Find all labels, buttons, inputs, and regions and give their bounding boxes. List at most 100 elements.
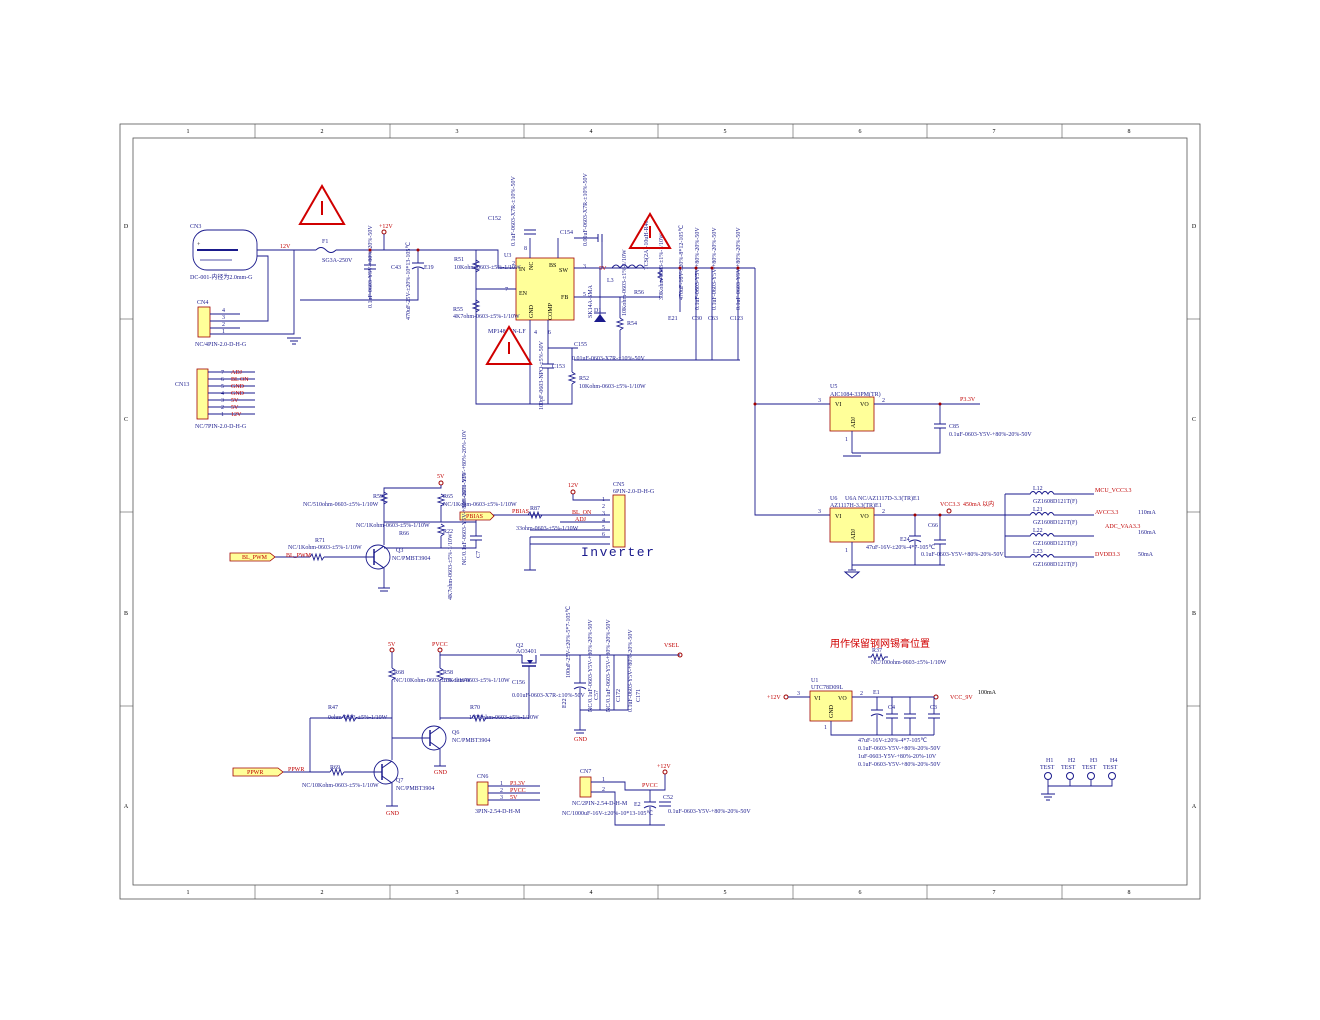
r87-ref: R87 xyxy=(530,506,540,512)
connector-cn5[interactable] xyxy=(612,494,626,548)
f1-ref: F1 xyxy=(322,239,328,245)
row-label-left-d: D xyxy=(124,224,129,230)
test-point-h4[interactable] xyxy=(1108,772,1116,780)
u6-ref2: U6A xyxy=(845,496,857,502)
col-label-top-8: 8 xyxy=(1128,129,1131,135)
c172-value: NC/0.1uF-0603-Y5V-+80%-20%-50V xyxy=(606,619,612,712)
p3v3-net: P3.3V xyxy=(960,397,976,403)
e19-ref: E19 xyxy=(424,265,434,271)
c7-top-value: 1uF-0603-Y5V-+80%-20%-10V xyxy=(462,429,468,508)
dc-jack-cn3[interactable]: + xyxy=(192,229,258,271)
e24-value: 47uF-16V-±20%-4*7-105℃ xyxy=(866,545,935,551)
cn13-pin-7-num: 7 xyxy=(221,370,224,376)
avcc33-current: 110mA xyxy=(1138,510,1156,516)
row-label-right-a: A xyxy=(1192,804,1197,810)
col-label-top-4: 4 xyxy=(590,129,593,135)
cn7-desc: NC/2PIN-2.54-D-H-M xyxy=(572,801,628,807)
cn5-pin-4: 4 xyxy=(602,518,605,524)
r53-value: 30Kohm-0603-±1%-1/10W xyxy=(659,233,665,300)
pbias-wire-label: PBIAS xyxy=(512,509,529,515)
test-point-h2[interactable] xyxy=(1066,772,1074,780)
u5-vi: VI xyxy=(835,402,841,408)
adc-vaa33-net: ADC_VAA3.3 xyxy=(1105,524,1140,530)
q7-gnd-label: GND xyxy=(386,811,400,817)
u5-part: AIC1084-33PM(TR) xyxy=(830,391,881,398)
cn6-pin-1: 1 xyxy=(500,781,503,787)
e21-ref: E21 xyxy=(668,316,678,322)
u1-cap-val-3: 1uF-0603-Y5V-+80%-20%-10V xyxy=(858,754,937,760)
u3-ref: U3 xyxy=(504,253,511,259)
ic-u3[interactable] xyxy=(515,257,575,321)
test-point-h1[interactable] xyxy=(1044,772,1052,780)
cn13-connector-section: CN13 NC/7PIN-2.0-D-H-G 7 ADJ 6 BL ON 5 G… xyxy=(175,368,255,430)
bl-on-label: BL_ON xyxy=(572,510,592,516)
inv-5v-label: 5V xyxy=(437,474,445,480)
ppwr-net-tag[interactable] xyxy=(232,767,284,777)
cn3-ref: CN3 xyxy=(190,224,201,230)
c66-ref: C66 xyxy=(928,523,938,529)
cn13-pin-3-num: 3 xyxy=(221,398,224,404)
net-12v-label: 12V xyxy=(280,244,291,250)
connector-cn4[interactable] xyxy=(197,306,211,338)
cn4-desc: NC/4PIN-2.0-D-H-G xyxy=(195,342,247,348)
pbias-net-tag[interactable] xyxy=(459,511,495,521)
cn7-pin-2: 2 xyxy=(602,787,605,793)
q6-ref: Q6 xyxy=(452,730,459,736)
ground-symbol xyxy=(1041,793,1055,801)
ldo-u6-section: U6 U6A NC/AZ1117D-3.3(TR)E1 AZ1117H-3.3(… xyxy=(818,486,1157,579)
u6-vi: VI xyxy=(835,514,841,520)
r87-value: 33ohm-0603-±5%-1/10W xyxy=(516,526,579,532)
bl-pwm-net-tag[interactable] xyxy=(229,552,276,562)
c4-ref: C4 xyxy=(888,705,895,711)
connector-cn13[interactable] xyxy=(196,368,209,420)
u1-vi: VI xyxy=(814,696,820,702)
bl-pwm-wire-label: BL_PWM xyxy=(286,553,312,559)
u3-pin-fb: FB xyxy=(561,295,568,301)
ic-u1[interactable] xyxy=(809,690,853,722)
r66-value: NC/1Kohm-0603-±5%-1/10W xyxy=(356,523,430,529)
c52-ref: C52 xyxy=(663,795,673,801)
c153-ref: C153 xyxy=(552,364,565,370)
u1-out-label: VCC_9V xyxy=(950,695,973,701)
col-label-top-6: 6 xyxy=(859,129,862,135)
u6-pin2: 2 xyxy=(882,509,885,515)
cn5-desc: 6PIN-2.0-D-H-G xyxy=(613,489,655,495)
cn6-net-3: 5V xyxy=(510,795,518,801)
u3-pin-sw: SW xyxy=(559,268,568,274)
ferrite-l21 xyxy=(1005,512,1094,516)
u1-cap-val-1: 47uF-16V-±20%-4*7-105℃ xyxy=(858,738,927,744)
col-label-top-1: 1 xyxy=(187,129,190,135)
u5-pin2: 2 xyxy=(882,398,885,404)
inverter-title: Inverter xyxy=(581,545,655,560)
test-point-h3[interactable] xyxy=(1087,772,1095,780)
dvdd33-net: DVDD3.3 xyxy=(1095,552,1120,558)
f1-value: SG3A-250V xyxy=(322,258,353,264)
cn4-pin-4: 4 xyxy=(222,308,225,314)
connector-cn6[interactable] xyxy=(476,781,489,806)
r65-value: NC/1Kohm-0603-±5%-1/10W xyxy=(443,502,517,508)
cn4-pin-1: 1 xyxy=(222,329,225,335)
c156-ref: C156 xyxy=(512,680,525,686)
cn7-connector-section: CN7 NC/2PIN-2.54-D-H-M 1 2 PVCC +12V E2 … xyxy=(562,764,751,826)
r55-value: 4K7ohm-0603-±5%-1/10W xyxy=(453,314,520,320)
adj-label: ADJ xyxy=(575,517,587,523)
connector-cn7[interactable] xyxy=(579,776,592,798)
col-label-bottom-5: 5 xyxy=(724,890,727,896)
diode-icon xyxy=(594,314,606,322)
cn13-pin-1-num: 1 xyxy=(221,412,224,418)
r56-ref: R56 xyxy=(634,290,644,296)
e2-ref: E2 xyxy=(634,802,641,808)
inductor-l3 xyxy=(611,264,645,269)
e19-value: 470uF-25V-±20%-10*13-105℃ xyxy=(406,242,412,320)
adc-vaa33-current: 160mA xyxy=(1138,530,1157,536)
mosfet-q2[interactable] xyxy=(520,654,537,667)
r51-value: 10Kohm-0603-±5%-1/10W xyxy=(454,265,521,271)
cn5-pin-2: 2 xyxy=(602,504,605,510)
c66-value: 0.1uF-0603-Y5V-+80%-20%-50V xyxy=(921,552,1004,558)
col-label-bottom-4: 4 xyxy=(590,890,593,896)
warning-triangle-icon xyxy=(298,184,346,225)
row-label-left-a: A xyxy=(124,804,129,810)
cn3-desc: DC-001-内径为2.0mm-G xyxy=(190,273,253,281)
inv-12v-label: 12V xyxy=(568,483,579,489)
e21-value: 470uF-16V-±20%-8*12-105℃ xyxy=(679,225,685,300)
